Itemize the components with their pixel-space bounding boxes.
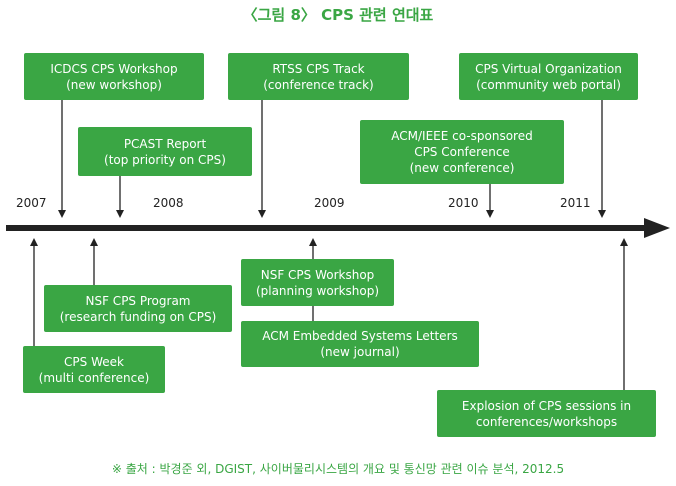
event-text: ICDCS CPS Workshop (50, 61, 178, 76)
event-box-virtual-org: CPS Virtual Organization (community web … (459, 53, 638, 100)
event-text: (multi conference) (38, 370, 150, 385)
event-text: (planning workshop) (255, 283, 380, 298)
event-text: PCAST Report (123, 136, 207, 151)
event-box-nsf-workshop: NSF CPS Workshop (planning workshop) (241, 259, 394, 306)
event-box-pcast: PCAST Report (top priority on CPS) (78, 127, 252, 176)
event-text: ACM/IEEE co-sponsored (391, 129, 533, 143)
event-text: (new workshop) (66, 77, 162, 92)
event-text: (new journal) (320, 345, 400, 359)
event-text: RTSS CPS Track (272, 61, 365, 76)
event-text: (research funding on CPS) (59, 309, 217, 324)
timeline-arrow-head (644, 218, 670, 238)
year-label: 2008 (153, 196, 184, 210)
event-text: CPS Conference (414, 145, 510, 159)
year-label: 2011 (560, 196, 591, 210)
source-note: ※ 출처 : 박경준 외, DGIST, 사이버물리시스템의 개요 및 통신망 … (111, 462, 565, 476)
year-label: 2009 (314, 196, 345, 210)
event-text: NSF CPS Program (85, 293, 191, 308)
event-text: (top priority on CPS) (104, 152, 226, 167)
event-box-rtss: RTSS CPS Track (conference track) (228, 53, 409, 100)
event-text: ACM Embedded Systems Letters (262, 329, 458, 343)
event-text: (community web portal) (476, 77, 621, 92)
event-box-nsf-program: NSF CPS Program (research funding on CPS… (44, 285, 232, 332)
year-label: 2007 (16, 196, 47, 210)
year-label: 2010 (448, 196, 479, 210)
event-text: CPS Week (64, 354, 124, 369)
event-box-acm-ieee: ACM/IEEE co-sponsored CPS Conference (ne… (360, 120, 564, 184)
event-text: (conference track) (263, 77, 374, 92)
event-text: (new conference) (409, 161, 515, 175)
event-box-cps-week: CPS Week (multi conference) (23, 346, 165, 393)
event-text: conferences/workshops (475, 414, 618, 429)
event-text: Explosion of CPS sessions in (461, 398, 632, 413)
event-text: CPS Virtual Organization (475, 61, 622, 76)
event-text: NSF CPS Workshop (260, 267, 375, 282)
event-box-acm-letters: ACM Embedded Systems Letters (new journa… (241, 321, 479, 367)
event-box-icdcs: ICDCS CPS Workshop (new workshop) (24, 53, 204, 100)
figure-title: 〈그림 8〉 CPS 관련 연대표 (242, 6, 434, 24)
event-box-explosion: Explosion of CPS sessions in conferences… (437, 390, 656, 437)
